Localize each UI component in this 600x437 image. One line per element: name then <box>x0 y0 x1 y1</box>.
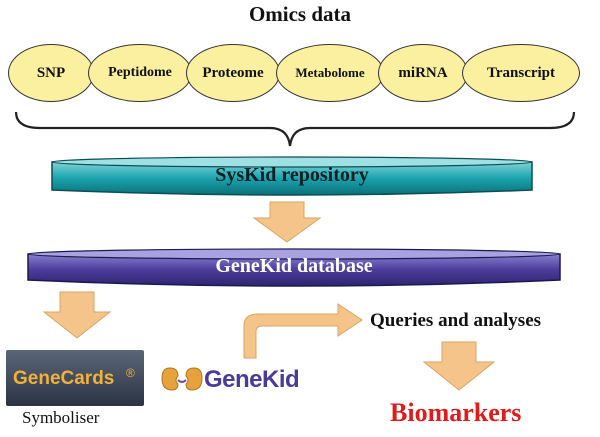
genekid-database: GeneKid database <box>20 244 568 294</box>
genecards-logo: GeneCards ® <box>6 350 144 406</box>
omics-oval-transcript: Transcript <box>462 44 580 102</box>
genekid-logo: GeneKid <box>160 362 310 398</box>
down-arrow-icon <box>252 201 322 243</box>
omics-oval-snp: SNP <box>8 44 94 102</box>
repository-label: SysKid repository <box>215 164 369 186</box>
kidney-logo-icon <box>161 367 203 391</box>
omics-oval-peptidome: Peptidome <box>88 44 192 102</box>
brace-icon <box>14 111 576 147</box>
diagram-title: Omics data <box>248 2 352 26</box>
omics-oval-mirna: miRNA <box>378 44 468 102</box>
omics-oval-metabolome: Metabolome <box>276 44 384 102</box>
queries-label: Queries and analyses <box>370 310 542 331</box>
down-arrow-icon <box>422 341 496 391</box>
database-label: GeneKid database <box>215 255 373 277</box>
genecards-reg-mark: ® <box>126 366 135 380</box>
biomarkers-label: Biomarkers <box>390 398 522 427</box>
genekid-label: GeneKid <box>204 366 300 393</box>
symboliser-label: Symboliser <box>22 408 100 427</box>
genecards-label: GeneCards <box>13 368 115 389</box>
down-arrow-icon <box>42 291 112 339</box>
omics-oval-proteome: Proteome <box>186 44 280 102</box>
syskid-repository: SysKid repository <box>42 152 542 202</box>
bent-arrow-icon <box>243 303 363 359</box>
